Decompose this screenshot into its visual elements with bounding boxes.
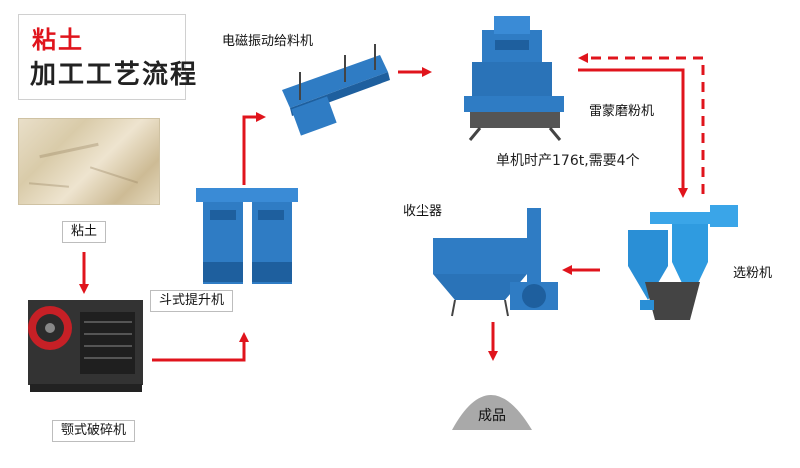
product-pile-icon [452, 395, 532, 430]
arrow-elevator-to-feeder [242, 112, 266, 185]
title-box [18, 14, 186, 100]
dust-collector-icon [433, 208, 558, 317]
arrow-mill-to-classifier [578, 68, 688, 198]
jaw-crusher-icon [28, 300, 143, 392]
label-raymond-mill: 雷蒙磨粉机 [589, 104, 655, 119]
title-line1: 粘土 [32, 26, 84, 54]
capacity-note: 单机时产176t,需要4个 [496, 153, 640, 169]
vibrating-feeder-icon [282, 44, 390, 136]
raymond-mill-icon [464, 16, 564, 141]
flow-arrows [79, 53, 705, 362]
powder-classifier-icon [628, 205, 738, 320]
label-clay: 粘土 [62, 221, 107, 243]
clay-photo [18, 118, 160, 205]
label-dust-collector: 收尘器 [403, 204, 443, 219]
label-feeder: 电磁振动给料机 [222, 34, 314, 49]
arrow-classifier-return [578, 53, 705, 194]
arrow-crusher-to-elevator [152, 332, 249, 362]
label-bucket-elevator: 斗式提升机 [150, 290, 234, 312]
label-classifier: 选粉机 [733, 266, 773, 281]
label-jaw-crusher: 颚式破碎机 [52, 420, 136, 442]
title-line2: 加工工艺流程 [30, 60, 199, 90]
label-product: 成品 [478, 408, 506, 424]
bucket-elevator-icon [196, 188, 298, 284]
